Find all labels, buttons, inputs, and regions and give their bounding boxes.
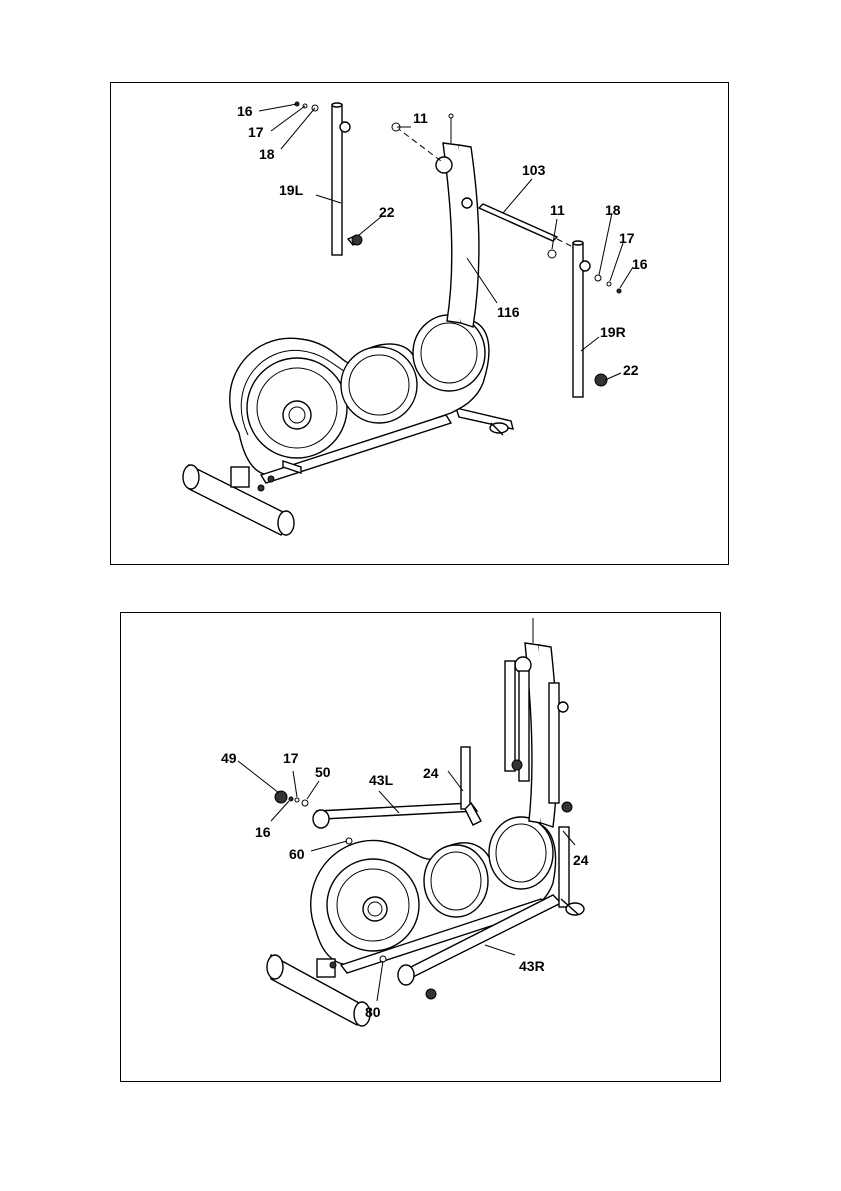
callout-17-left: 17	[248, 124, 264, 140]
handlebar-post-19R	[573, 241, 607, 397]
callout-49: 49	[221, 750, 237, 766]
callout-24-top: 24	[423, 765, 439, 781]
callout-11-left: 11	[413, 110, 428, 126]
washer-18-right	[595, 275, 601, 281]
callout-22-left: 22	[379, 204, 395, 220]
washer-17	[295, 798, 299, 802]
washer-50	[302, 800, 308, 806]
assembly-drawing-1: 16 17 18 11 103 19L 22 11 18 17 16 116 1…	[111, 83, 728, 564]
assembly-drawing-2: 49 17 50 43L 24 16 60 24 43R 80	[121, 613, 720, 1081]
callout-22-right: 22	[623, 362, 639, 378]
handlebar-post-right	[549, 683, 572, 812]
callout-50: 50	[315, 764, 331, 780]
callout-43L: 43L	[369, 772, 394, 788]
handlebar-post-left	[505, 661, 529, 781]
callout-116: 116	[497, 304, 520, 320]
cap-49	[275, 791, 287, 803]
callout-18-right: 18	[605, 202, 621, 218]
bolt-16	[289, 797, 293, 801]
callout-16-right: 16	[632, 256, 648, 272]
callout-17-right: 17	[619, 230, 635, 246]
callout-43R: 43R	[519, 958, 545, 974]
callout-60: 60	[289, 846, 305, 862]
callout-11-right: 11	[550, 202, 565, 218]
bolt-16-right	[617, 289, 621, 293]
callout-24-right: 24	[573, 852, 589, 868]
rear-stabilizer	[456, 408, 513, 435]
callout-80: 80	[365, 1004, 381, 1020]
upright-post	[436, 114, 479, 327]
callout-16-left: 16	[237, 103, 253, 119]
washer-17-right	[607, 282, 611, 286]
assembly-figure-2: 49 17 50 43L 24 16 60 24 43R 80	[120, 612, 721, 1082]
handlebar-post-19L	[332, 103, 362, 255]
callout-18-left: 18	[259, 146, 275, 162]
callout-19R: 19R	[600, 324, 626, 340]
assembly-figure-1: 16 17 18 11 103 19L 22 11 18 17 16 116 1…	[110, 82, 729, 565]
callout-103: 103	[522, 162, 546, 178]
callout-19L: 19L	[279, 182, 304, 198]
callout-16: 16	[255, 824, 271, 840]
bushing-11-right	[548, 250, 556, 258]
callout-17: 17	[283, 750, 299, 766]
axle-103	[396, 127, 581, 251]
pedal-arm-43L	[313, 747, 481, 828]
main-frame-housing	[230, 315, 489, 491]
